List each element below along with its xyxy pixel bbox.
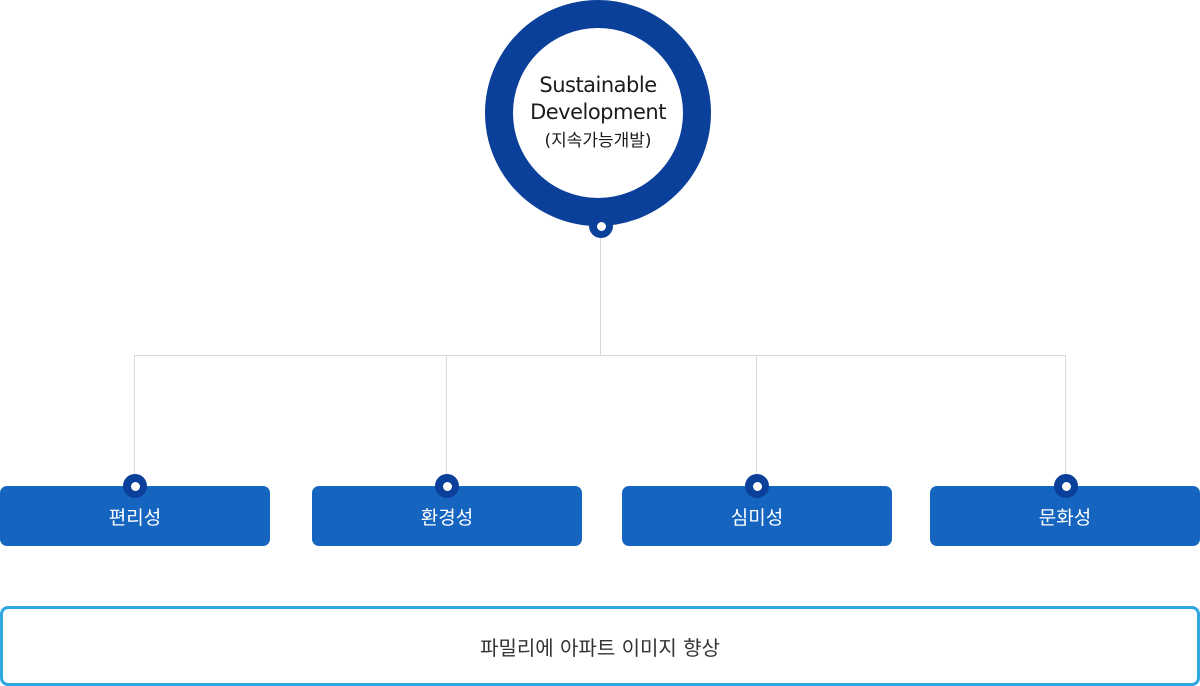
category-box-aesthetics: 심미성 [622, 486, 892, 546]
category-connector-dot [435, 474, 459, 498]
outcome-box: 파밀리에 아파트 이미지 향상 [0, 606, 1200, 686]
category-box-culture: 문화성 [930, 486, 1200, 546]
category-label: 편리성 [108, 506, 162, 529]
outcome-label: 파밀리에 아파트 이미지 향상 [480, 635, 720, 660]
connector-vertical-root [600, 226, 601, 356]
root-title-line1: Sustainable [539, 73, 657, 97]
connector-branch-3 [756, 355, 757, 487]
category-connector-dot [123, 474, 147, 498]
connector-branch-4 [1065, 355, 1066, 487]
connector-branch-2 [446, 355, 447, 487]
connector-horizontal [134, 355, 1066, 356]
category-label: 환경성 [420, 506, 474, 529]
connector-branch-1 [134, 355, 135, 487]
category-connector-dot [1054, 474, 1078, 498]
category-label: 문화성 [1038, 506, 1092, 529]
root-connector-dot [589, 214, 613, 238]
root-subtitle: (지속가능개발) [544, 131, 652, 151]
category-label: 심미성 [730, 506, 784, 529]
root-title-line2: Development [530, 100, 666, 124]
category-connector-dot [745, 474, 769, 498]
root-node-circle: Sustainable Development (지속가능개발) [485, 0, 711, 226]
